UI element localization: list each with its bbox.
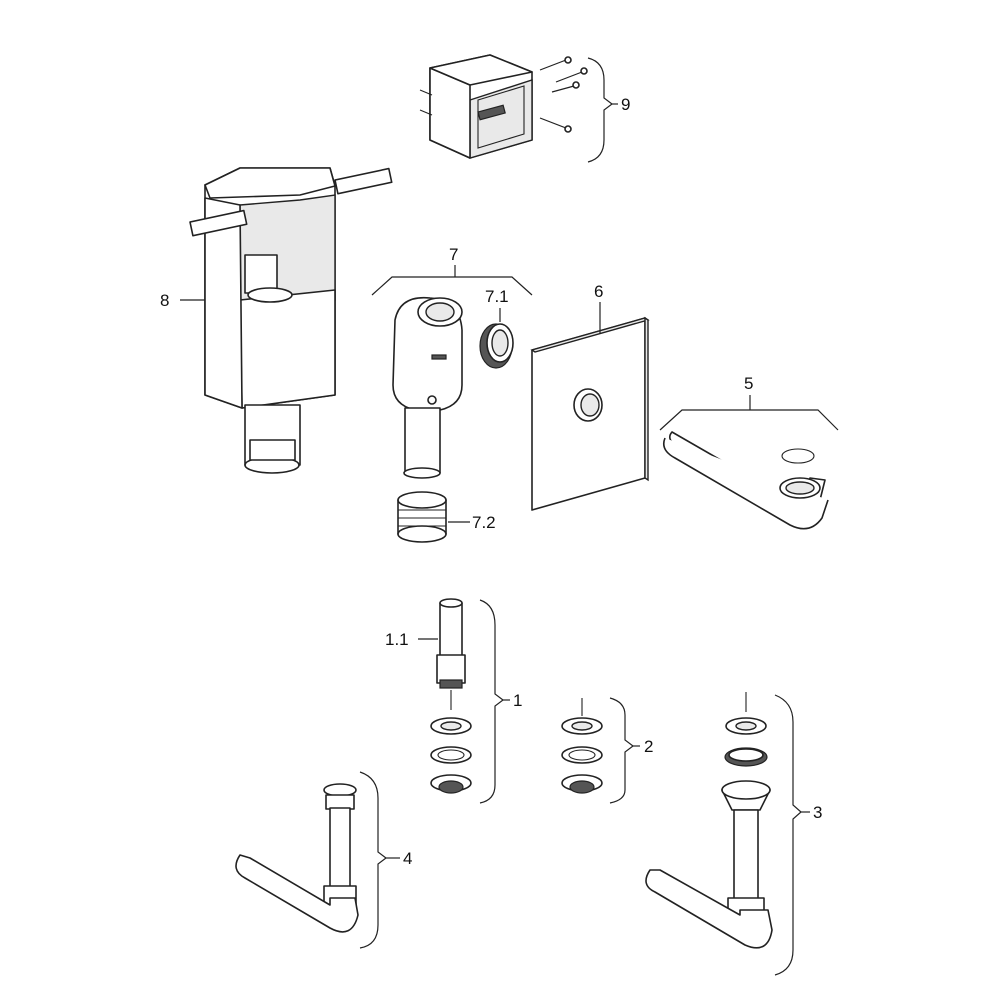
part-8-concealed-housing [189, 167, 393, 474]
part-9-screws [539, 56, 588, 133]
part-7-1-seal-ring [479, 323, 514, 369]
part-1-drain-rings [430, 717, 472, 794]
part-1-1-standpipe [436, 598, 466, 710]
label-7-1: 7.1 [485, 287, 509, 306]
part-2-drain-set [561, 698, 603, 794]
label-1-1: 1.1 [385, 630, 409, 649]
label-2: 2 [644, 737, 653, 756]
label-1: 1 [513, 691, 522, 710]
part-7-siphon [392, 296, 463, 479]
label-9: 9 [621, 95, 630, 114]
part-4-angled-pipe [235, 783, 359, 933]
part-9-bracket [587, 57, 613, 163]
label-4: 4 [403, 849, 412, 868]
label-3: 3 [813, 803, 822, 822]
part-6-cover-plate [530, 316, 650, 511]
label-7: 7 [449, 245, 458, 264]
part-3-bracket [774, 694, 802, 976]
part-3-drain-pipe-set [645, 692, 773, 949]
part-7-bracket [371, 276, 533, 296]
label-7-2: 7.2 [472, 513, 496, 532]
label-5: 5 [744, 374, 753, 393]
part-9-mounting-frame [419, 54, 533, 159]
label-6: 6 [594, 282, 603, 301]
part-4-bracket [359, 771, 387, 949]
part-1-bracket [479, 599, 504, 804]
part-5-bracket [659, 409, 839, 431]
part-5-elbow-pipe [662, 431, 829, 530]
part-2-bracket [609, 697, 634, 804]
label-8: 8 [160, 291, 169, 310]
part-7-2-threaded-connector [397, 491, 447, 543]
